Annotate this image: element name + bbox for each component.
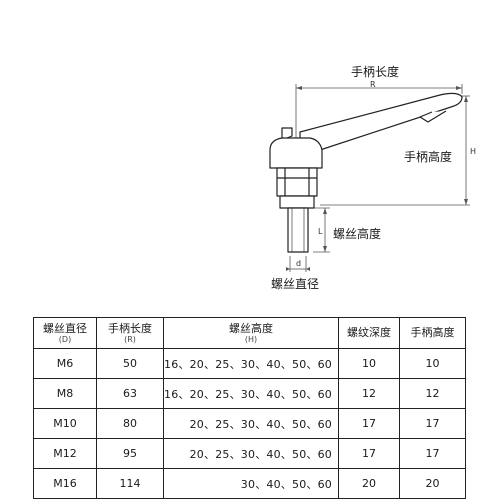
- cell-diameter: M10: [33, 408, 97, 439]
- hub: [269, 137, 323, 169]
- cell-depth: 20: [338, 468, 400, 499]
- cell-diameter: M16: [33, 468, 97, 499]
- table-row: M16 114 30、40、50、60 20 20: [33, 468, 466, 499]
- cell-length: 50: [96, 348, 164, 379]
- cell-heights: 30、40、50、60: [163, 468, 339, 499]
- dimension-lines: [289, 84, 470, 272]
- cell-handle-height: 17: [399, 408, 466, 439]
- cell-length: 63: [96, 378, 164, 409]
- cell-depth: 17: [338, 408, 400, 439]
- cell-heights: 20、25、30、40、50、60: [163, 408, 339, 439]
- cell-diameter: M8: [33, 378, 97, 409]
- cell-handle-height: 10: [399, 348, 466, 379]
- hex-section: [276, 167, 318, 197]
- table-header-row: 螺丝直径(D) 手柄长度(R) 螺丝高度(H) 螺纹深度 手柄高度: [33, 317, 466, 349]
- table-row: M12 95 20、25、30、40、50、60 17 17: [33, 438, 466, 469]
- dim-d-letter: d: [296, 259, 302, 268]
- cell-diameter: M6: [33, 348, 97, 379]
- label-handle-height: 手柄高度: [404, 150, 453, 164]
- handle-body: [269, 92, 463, 253]
- cell-heights: 16、20、25、30、40、50、60: [163, 348, 339, 379]
- cell-depth: 17: [338, 438, 400, 469]
- cell-length: 80: [96, 408, 164, 439]
- header-thread-height: 螺丝高度(H): [163, 317, 339, 349]
- dim-h-letter: H: [470, 147, 477, 156]
- cap: [281, 127, 293, 141]
- cell-length: 114: [96, 468, 164, 499]
- header-thread-diameter: 螺丝直径(D): [33, 317, 97, 349]
- cell-heights: 16、20、25、30、40、50、60: [163, 378, 339, 409]
- table-row: M8 63 16、20、25、30、40、50、60 12 12: [33, 378, 466, 409]
- label-handle-length: 手柄长度: [351, 65, 400, 79]
- table-row: M6 50 16、20、25、30、40、50、60 10 10: [33, 348, 466, 379]
- cell-handle-height: 12: [399, 378, 466, 409]
- cell-heights: 20、25、30、40、50、60: [163, 438, 339, 469]
- header-handle-height: 手柄高度: [399, 317, 466, 349]
- lever-arm: [299, 92, 463, 151]
- header-handle-length: 手柄长度(R): [96, 317, 164, 349]
- dim-r-letter: R: [370, 80, 376, 89]
- label-thread-diameter: 螺丝直径: [271, 277, 320, 291]
- cell-depth: 12: [338, 378, 400, 409]
- cell-handle-height: 20: [399, 468, 466, 499]
- cell-depth: 10: [338, 348, 400, 379]
- handle-diagram: [269, 84, 470, 272]
- dim-l-letter: L: [318, 227, 323, 236]
- cell-handle-height: 17: [399, 438, 466, 469]
- cell-length: 95: [96, 438, 164, 469]
- cell-diameter: M12: [33, 438, 97, 469]
- header-thread-depth: 螺纹深度: [338, 317, 400, 349]
- thread-bolt: [287, 207, 309, 253]
- table-row: M10 80 20、25、30、40、50、60 17 17: [33, 408, 466, 439]
- spec-table: 螺丝直径(D) 手柄长度(R) 螺丝高度(H) 螺纹深度 手柄高度 M6 50 …: [33, 317, 466, 499]
- label-thread-height: 螺丝高度: [333, 227, 382, 241]
